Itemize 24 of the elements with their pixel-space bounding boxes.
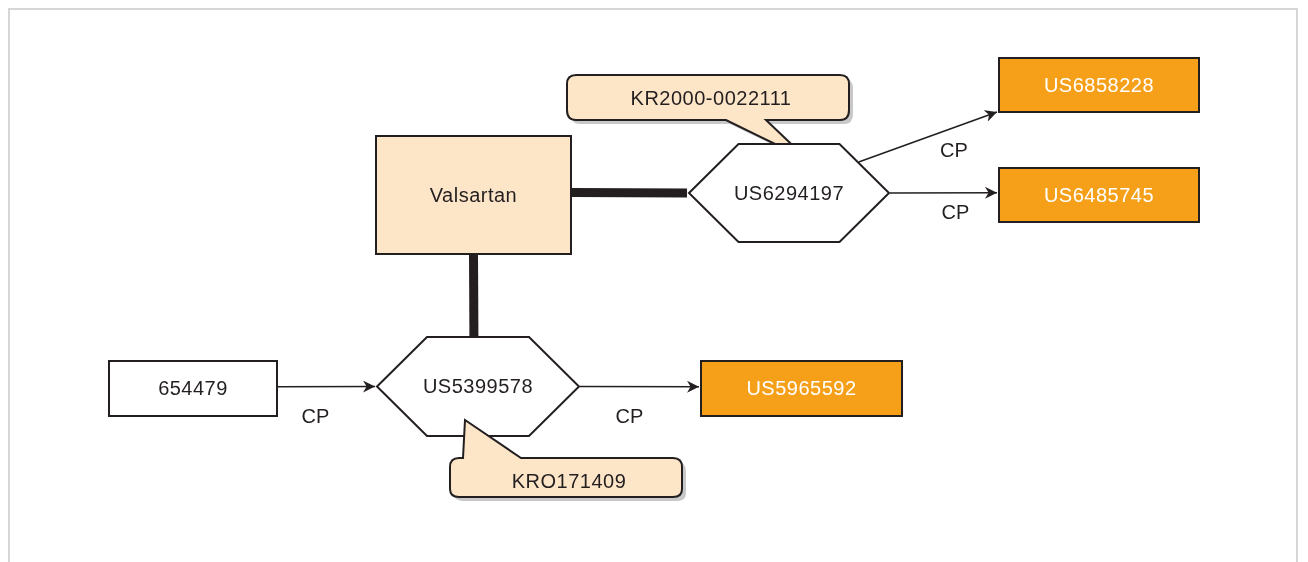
patent-box — [375, 135, 572, 255]
thick-connector — [469, 254, 479, 336]
patent-box — [700, 360, 903, 417]
arrow — [277, 380, 376, 393]
arrow — [579, 380, 700, 393]
patent-label: US5965592 — [746, 377, 857, 400]
patent-label: US6858228 — [1043, 73, 1155, 97]
arrow — [889, 186, 998, 199]
patent-box — [108, 360, 278, 417]
patent-label: US6485745 — [1043, 183, 1155, 207]
patent-box — [998, 57, 1200, 113]
edge-label: CP — [615, 404, 644, 428]
patent-label: US5399578 — [422, 375, 534, 398]
edge-label: CP — [939, 138, 968, 162]
patent-label: KRO171409 — [511, 469, 627, 493]
patent-box — [998, 167, 1200, 223]
patent-label: US6294197 — [733, 181, 845, 205]
patent-label: 654479 — [158, 377, 228, 400]
arrow — [857, 110, 998, 163]
edge-label: CP — [301, 404, 330, 428]
thick-connector — [572, 188, 687, 198]
edge-label: CP — [941, 200, 970, 224]
patent-label: KR2000-0022111 — [630, 86, 792, 110]
patent-label: Valsartan — [429, 183, 518, 207]
